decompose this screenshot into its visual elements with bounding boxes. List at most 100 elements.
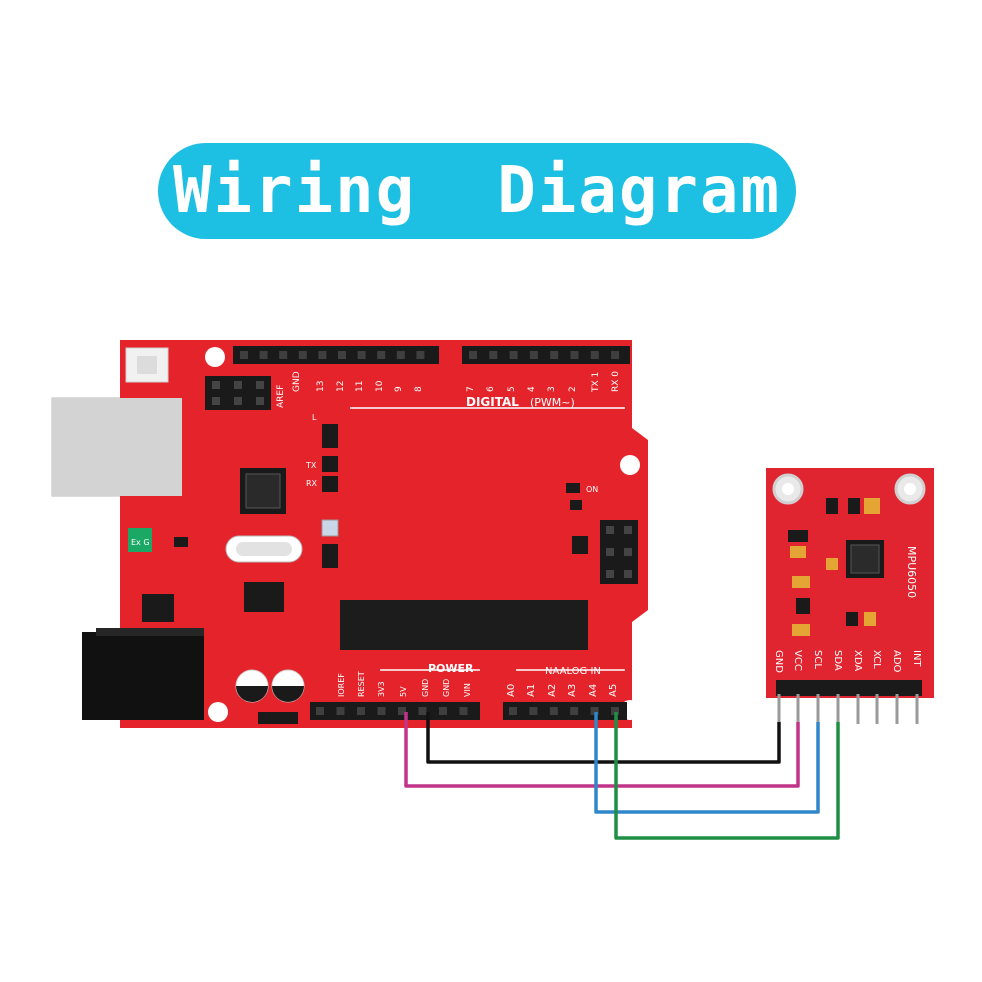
mount-hole-1 (205, 347, 225, 367)
analog-pin-label: A1 (526, 684, 537, 697)
header-hole (590, 707, 599, 715)
module-pin-label: XCL (871, 650, 882, 669)
module-header (776, 680, 922, 696)
module-cap-2 (790, 546, 806, 558)
header-hole (240, 351, 248, 359)
module-pin-label: SDA (832, 650, 843, 671)
digital-pin-label: 11 (355, 381, 365, 392)
led-l (322, 424, 338, 448)
green-component (128, 528, 152, 552)
module-pin-label: GND (773, 650, 784, 673)
atmega-chip (340, 600, 588, 650)
digital-header-right (462, 346, 630, 364)
digital-header-holes (240, 351, 620, 359)
smd-diode (174, 537, 188, 547)
header-hole (611, 351, 620, 359)
module-smd-4 (846, 612, 858, 626)
module-pin-label: XDA (852, 650, 863, 671)
mount-hole-2 (620, 455, 640, 475)
header-hole (570, 351, 579, 359)
analog-pin-label: A5 (608, 684, 619, 697)
digital-pin-label: RX 0 (611, 371, 621, 392)
module-pin (777, 694, 781, 724)
aref-label: AREF (276, 385, 286, 408)
power-label: POWER (428, 662, 474, 675)
header-hole (416, 351, 425, 359)
digital-pin-label: TX 1 (591, 372, 601, 393)
module-cap-3 (792, 576, 810, 588)
power-pin-label: 3V3 (377, 681, 386, 697)
smd-part-1 (570, 500, 582, 510)
led-l-label: L (312, 413, 317, 422)
digital-pin-label: 9 (394, 386, 404, 392)
pwm-label: (PWM~) (530, 396, 575, 409)
digital-pin-label: 7 (466, 386, 476, 392)
bottom-header-holes (316, 707, 619, 715)
module-smd-1 (826, 498, 838, 514)
digital-pin-label: 8 (414, 386, 424, 392)
icsp-header-left (205, 376, 271, 410)
digital-pin-label: 3 (547, 386, 557, 392)
digital-pin-label: 12 (336, 381, 346, 392)
power-pin-label: RESET (357, 671, 366, 697)
power-pin-label: VIN (463, 683, 472, 697)
header-hole (338, 351, 346, 359)
module-pin (856, 694, 860, 724)
led-rx-label: RX (306, 479, 318, 488)
header-hole (316, 707, 324, 715)
header-hole (509, 351, 518, 359)
module-pin-label: SCL (812, 650, 823, 669)
analog-pin-label: A3 (567, 684, 578, 697)
header-hole (469, 351, 477, 359)
header-hole (459, 707, 468, 715)
digital-header-left (233, 346, 439, 364)
cap-2-stripe (272, 686, 304, 702)
digital-pin-label: 6 (486, 386, 496, 392)
header-hole (259, 351, 268, 359)
gnd-top-label: GND (292, 371, 302, 392)
led-on (566, 483, 580, 493)
led-on-label: ON (586, 485, 598, 494)
module-cap-4 (792, 624, 810, 636)
wire-gnd-to-gnd (426, 712, 781, 764)
crystal-label: Ex G (131, 538, 150, 547)
smd-part-2 (572, 536, 588, 554)
header-hole (611, 707, 619, 715)
analog-header (503, 702, 627, 720)
module-header-pins (777, 694, 919, 724)
header-hole (439, 707, 447, 715)
module-cap-1 (864, 498, 880, 514)
digital-pin-label: 4 (527, 386, 537, 392)
digital-pin-label: 10 (375, 380, 385, 392)
analog-pin-label: A4 (588, 684, 599, 697)
module-pin-label: VCC (792, 650, 803, 671)
module-pin (915, 694, 919, 724)
cap-1-stripe (236, 686, 268, 702)
module-smd-2 (848, 498, 860, 514)
mount-hole-4 (208, 702, 228, 722)
dc-jack (82, 632, 204, 720)
capacitor (321, 519, 339, 537)
module-smd-3 (788, 530, 808, 542)
header-hole (550, 351, 559, 359)
power-pin-label: GND (421, 679, 430, 697)
digital-label: DIGITAL (466, 395, 519, 409)
header-hole (318, 351, 327, 359)
module-pin-label: INT (911, 650, 922, 667)
header-hole (549, 707, 558, 715)
header-hole (418, 707, 427, 715)
analog-pin-label: A0 (506, 684, 517, 697)
voltage-regulator (142, 594, 174, 622)
module-pin (875, 694, 879, 724)
module-hole-left-inner (782, 483, 794, 495)
usb-port (52, 398, 182, 496)
module-pin (816, 694, 820, 724)
reset-button-cap (137, 356, 157, 374)
crystal-inner (236, 542, 292, 556)
module-name: MPU6050 (905, 546, 918, 598)
analog-label: NAALOG IN (545, 666, 601, 677)
power-pin-label: 5V (399, 686, 408, 697)
